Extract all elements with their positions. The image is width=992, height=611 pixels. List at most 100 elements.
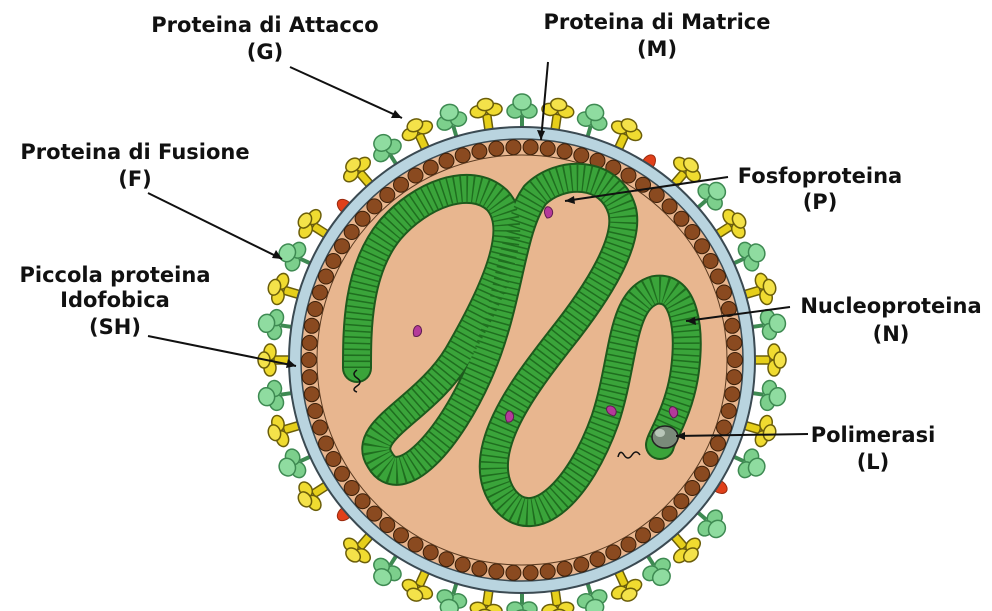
matrix-bead-9	[685, 481, 700, 496]
matrix-bead-11	[662, 506, 677, 521]
matrix-bead-57	[472, 144, 487, 159]
matrix-bead-36	[313, 420, 328, 435]
matrix-bead-70	[674, 211, 689, 226]
matrix-bead-75	[717, 285, 732, 300]
matrix-bead-34	[326, 452, 341, 467]
label-fusion: Proteina di Fusione (F)	[20, 140, 249, 191]
matrix-bead-17	[574, 557, 589, 572]
arrow-fusion	[148, 193, 282, 259]
label-sh-line1: Piccola proteina	[19, 263, 210, 287]
matrix-bead-60	[523, 140, 538, 155]
matrix-bead-68	[649, 188, 664, 203]
matrix-bead-32	[344, 481, 359, 496]
matrix-bead-31	[355, 494, 370, 509]
matrix-bead-10	[674, 494, 689, 509]
matrix-bead-77	[725, 318, 740, 333]
arrow-attachment	[290, 67, 402, 118]
matrix-bead-72	[695, 239, 710, 254]
matrix-bead-27	[408, 537, 423, 552]
matrix-bead-14	[621, 537, 636, 552]
matrix-bead-19	[540, 564, 555, 579]
matrix-bead-16	[590, 552, 605, 567]
matrix-bead-28	[394, 528, 409, 543]
matrix-bead-78	[727, 335, 742, 350]
fusion-protein-12	[752, 344, 786, 376]
matrix-bead-54	[423, 160, 438, 175]
matrix-bead-59	[506, 140, 521, 155]
matrix-bead-6	[711, 436, 726, 451]
matrix-bead-21	[506, 565, 521, 580]
matrix-bead-50	[367, 199, 382, 214]
matrix-bead-30	[367, 506, 382, 521]
matrix-bead-43	[308, 302, 323, 317]
matrix-bead-39	[302, 370, 317, 385]
label-matrix: Proteina di Matrice (M)	[544, 10, 771, 61]
matrix-bead-73	[703, 254, 718, 269]
matrix-bead-37	[308, 404, 323, 419]
label-phospho-code: (P)	[803, 190, 838, 214]
label-polymerase-name: Polimerasi	[811, 423, 936, 447]
matrix-bead-18	[557, 561, 572, 576]
matrix-bead-25	[439, 552, 454, 567]
matrix-bead-66	[621, 168, 636, 183]
matrix-bead-22	[489, 564, 504, 579]
matrix-bead-49	[355, 211, 370, 226]
label-polymerase: Polimerasi (L)	[811, 423, 936, 474]
matrix-bead-41	[302, 335, 317, 350]
matrix-bead-45	[319, 269, 334, 284]
label-phospho-name: Fosfoproteina	[738, 164, 902, 188]
label-sh-line2: Idofobica	[60, 288, 170, 312]
matrix-bead-44	[313, 285, 328, 300]
label-sh-code: (SH)	[89, 315, 141, 339]
matrix-bead-7	[703, 452, 718, 467]
label-nucleo-code: (N)	[873, 322, 910, 346]
label-polymerase-code: (L)	[857, 450, 890, 474]
label-matrix-name: Proteina di Matrice	[544, 10, 771, 34]
matrix-bead-61	[540, 141, 555, 156]
matrix-bead-33	[335, 466, 350, 481]
matrix-bead-71	[685, 225, 700, 240]
matrix-bead-15	[606, 545, 621, 560]
matrix-bead-69	[662, 199, 677, 214]
matrix-bead-46	[326, 254, 341, 269]
attachment-glycoprotein-1	[507, 94, 537, 130]
matrix-bead-55	[439, 153, 454, 168]
matrix-bead-29	[380, 518, 395, 533]
matrix-bead-51	[380, 188, 395, 203]
label-nucleo-name: Nucleoproteina	[800, 294, 981, 318]
matrix-bead-23	[472, 561, 487, 576]
label-matrix-code: (M)	[637, 37, 677, 61]
virion	[257, 94, 788, 611]
matrix-bead-12	[649, 518, 664, 533]
matrix-bead-4	[721, 404, 736, 419]
polymerase-icon	[652, 426, 678, 448]
matrix-bead-47	[335, 239, 350, 254]
phosphoprotein-2	[413, 326, 421, 337]
matrix-bead-5	[717, 420, 732, 435]
matrix-bead-48	[344, 225, 359, 240]
matrix-bead-35	[319, 436, 334, 451]
label-attachment-code: (G)	[247, 40, 283, 64]
matrix-bead-3	[725, 387, 740, 402]
matrix-bead-74	[711, 269, 726, 284]
matrix-bead-40	[302, 353, 317, 368]
matrix-bead-62	[557, 144, 572, 159]
matrix-bead-2	[727, 370, 742, 385]
matrix-bead-53	[408, 168, 423, 183]
matrix-bead-56	[455, 148, 470, 163]
matrix-bead-20	[523, 565, 538, 580]
label-nucleo: Nucleoproteina (N)	[800, 294, 981, 346]
label-fusion-name: Proteina di Fusione	[20, 140, 249, 164]
matrix-bead-1	[728, 353, 743, 368]
matrix-bead-26	[423, 545, 438, 560]
label-phospho: Fosfoproteina (P)	[738, 164, 902, 214]
label-attachment-name: Proteina di Attacco	[151, 13, 378, 37]
matrix-bead-13	[636, 528, 651, 543]
label-small-hydrophobic: Piccola proteina Idofobica (SH)	[19, 263, 210, 339]
matrix-bead-8	[695, 466, 710, 481]
matrix-bead-24	[455, 557, 470, 572]
matrix-bead-42	[304, 318, 319, 333]
label-attachment: Proteina di Attacco (G)	[151, 13, 378, 64]
matrix-bead-58	[489, 141, 504, 156]
